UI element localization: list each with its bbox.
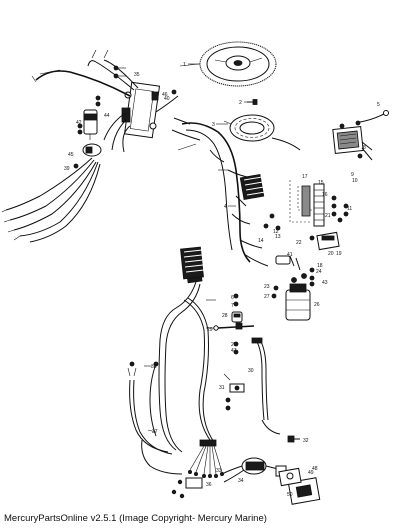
callout: 24: [316, 269, 322, 275]
stator: [223, 114, 301, 151]
callout: 10: [352, 178, 358, 184]
mounting-plate: [278, 467, 321, 505]
callout: 6: [231, 295, 234, 301]
main-wiring-harness: [171, 117, 269, 267]
starter-cable: [251, 337, 281, 435]
remote-harness: [127, 281, 201, 475]
callout: 16: [322, 192, 328, 198]
harness-connector: [239, 173, 266, 201]
callout: 22: [296, 240, 302, 246]
cdi-connector: [180, 246, 205, 280]
harness-fanout: [187, 439, 224, 478]
callout: 21: [325, 213, 331, 219]
callout: 13: [275, 234, 281, 240]
rectifier: [332, 123, 373, 161]
ignition-switch: [221, 457, 287, 483]
terminal-screws: [263, 195, 349, 231]
callout: 46: [162, 92, 168, 98]
starter-solenoid: [285, 273, 311, 321]
spark-plug-leads: [1, 157, 101, 243]
junction-relay: [309, 231, 340, 251]
callout: 1: [183, 62, 186, 68]
callout: 50: [287, 492, 293, 498]
callout: 40: [164, 96, 170, 102]
switch-box: [121, 81, 161, 139]
leader-lines: [144, 63, 250, 433]
callout: 11: [347, 206, 352, 212]
battery-cable: [213, 322, 255, 331]
callout: 42: [76, 120, 82, 126]
terminal-strip: [289, 180, 325, 227]
callout: 32: [303, 438, 309, 444]
callout: 20: [328, 251, 334, 257]
callout: 47: [231, 348, 237, 354]
callout: 18: [317, 263, 323, 269]
clip-parts: [233, 341, 239, 355]
callout: 36: [206, 482, 212, 488]
callout: 14: [258, 238, 264, 244]
remote-control-box: [171, 477, 203, 499]
callout: 8: [363, 145, 366, 151]
callout: 30: [248, 368, 254, 374]
callout: 2: [239, 100, 242, 106]
callout: 48: [312, 466, 318, 472]
callout: 49: [308, 470, 314, 476]
callout: 44: [104, 113, 110, 119]
callout: 35: [134, 72, 140, 78]
callout: 9: [351, 172, 354, 178]
switch-box-screws: [73, 65, 177, 169]
ground-bolt: [287, 435, 300, 443]
callout: 15: [318, 180, 324, 186]
ignition-coil: [83, 109, 98, 140]
callout: 37: [152, 429, 158, 435]
callout: 29: [207, 327, 213, 333]
callout: 5: [377, 102, 380, 108]
callout: 39: [64, 166, 70, 172]
callout: 23: [264, 284, 270, 290]
callout: 3: [212, 122, 215, 128]
callout: 19: [336, 251, 342, 257]
callout: 41: [287, 252, 293, 258]
callout: 4: [224, 204, 227, 210]
callout-labels: 1 2 3 4 5 6 7 8 9 10 11 12 13 14 15 16 1…: [64, 62, 380, 498]
image-credit-caption: MercuryPartsOnline v2.5.1 (Image Copyrig…: [4, 513, 267, 524]
exploded-parts-diagram: 1 2 3 4 5 6 7 8 9 10 11 12 13 14 15 16 1…: [1, 41, 389, 505]
callout: 34: [238, 478, 244, 484]
callout: 28: [222, 313, 228, 319]
callout: 26: [314, 302, 320, 308]
callout: 7: [231, 303, 234, 309]
tachometer-lead: [149, 361, 159, 437]
callout: 17: [302, 174, 308, 180]
remote-control-harness: [183, 297, 215, 443]
terminal-block: [82, 143, 102, 157]
callout: 25: [231, 342, 237, 348]
callout: 33: [216, 468, 222, 474]
switch-box-wiring: [31, 49, 179, 153]
callout: 38: [151, 364, 157, 370]
callout: 43: [322, 280, 328, 286]
callout: 31: [219, 385, 225, 391]
ground-lead: [355, 110, 389, 126]
callout: 27: [264, 294, 270, 300]
callout: 45: [68, 152, 74, 158]
flywheel: [179, 41, 277, 87]
mount-bracket: [225, 383, 245, 411]
callout: 12: [273, 229, 279, 235]
center-hardware: [231, 293, 243, 323]
solenoid-hardware: [271, 255, 315, 299]
